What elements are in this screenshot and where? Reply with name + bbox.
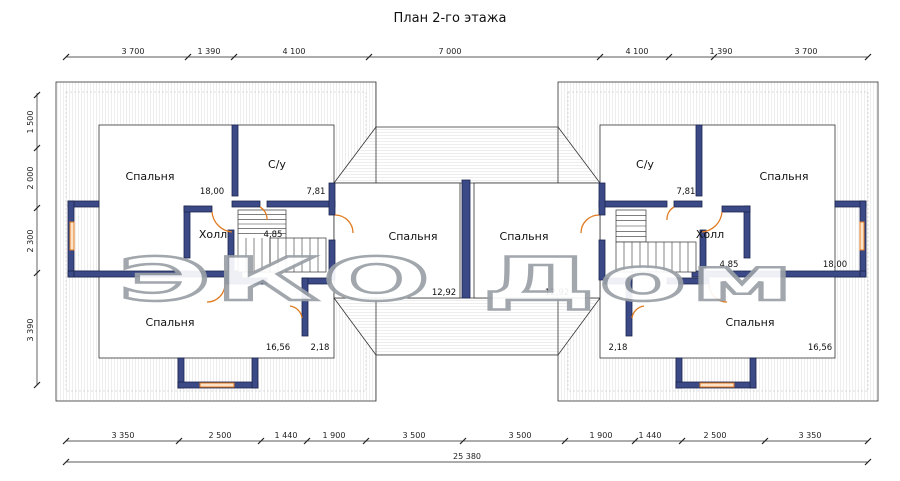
left-bedroom-center-area: 12,92 [432, 288, 456, 298]
left-unit-labels: Спальня 18,00 С/у 7,81 Холл 4,85 Спальня… [126, 158, 457, 353]
dim-top-1: 3 700 [122, 47, 145, 56]
dim-bottom-9: 2 500 [704, 431, 727, 440]
right-bedroom-top-label: Спальня [760, 170, 809, 183]
dimension-tick [230, 53, 238, 61]
dimension-tick [33, 269, 41, 277]
dimension-tick [710, 53, 718, 61]
dim-left-1: 1 500 [26, 111, 35, 134]
right-bedroom-center-label: Спальня [500, 230, 549, 243]
dimension-tick [33, 204, 41, 212]
dimension-tick [33, 144, 41, 152]
left-bedroom-top-area: 18,00 [200, 187, 224, 197]
dim-bottom-6: 3 500 [509, 431, 532, 440]
dim-top-7: 3 700 [795, 47, 818, 56]
dimension-tick [33, 91, 41, 99]
dim-bottom-7: 1 900 [590, 431, 613, 440]
dimension-tick [864, 437, 872, 445]
dimension-tick [864, 53, 872, 61]
dim-left-2: 2 000 [26, 167, 35, 190]
right-bath-area: 7,81 [677, 187, 696, 197]
right-bedroom-center-area: 12,92 [545, 288, 569, 298]
right-unit-walls [598, 124, 867, 389]
right-bedroom-top-area: 18,00 [823, 260, 847, 270]
left-bedroom-bottom-area: 16,56 [266, 343, 290, 353]
left-stairs [237, 209, 327, 273]
right-hall-label: Холл [696, 228, 724, 241]
dimension-tick [561, 437, 569, 445]
right-bedroom-bottom-label: Спальня [726, 316, 775, 329]
dimension-tick [175, 437, 183, 445]
bottom-dimensions: 3 350 2 500 1 440 1 900 3 500 3 500 1 90… [112, 431, 822, 461]
plan-title: План 2-го этажа [394, 11, 507, 26]
dim-bottom-1: 3 350 [112, 431, 135, 440]
dim-top-3: 4 100 [283, 47, 306, 56]
right-bath-label: С/у [636, 158, 654, 171]
right-hall-area: 4,85 [720, 260, 739, 270]
dim-top-2: 1 390 [198, 47, 221, 56]
dimension-tick [303, 437, 311, 445]
bottom-dimension-line [62, 437, 872, 466]
dimension-tick [665, 53, 673, 61]
dimension-tick [596, 53, 604, 61]
right-unit-labels: Спальня 18,00 С/у 7,81 Холл 4,85 Спальня… [500, 158, 848, 353]
left-bedroom-top-label: Спальня [126, 170, 175, 183]
dim-bottom-5: 3 500 [403, 431, 426, 440]
dimension-tick [365, 53, 373, 61]
dimension-tick [678, 437, 686, 445]
left-dimension-ticks [33, 91, 41, 389]
doors [206, 206, 728, 319]
roof-center-top [333, 126, 601, 184]
left-closet-area: 2,18 [311, 343, 330, 353]
left-bedroom-bottom-label: Спальня [146, 316, 195, 329]
dimension-tick [761, 437, 769, 445]
right-stairs [615, 209, 697, 273]
dimension-tick [184, 53, 192, 61]
right-closet-area: 2,18 [609, 343, 628, 353]
left-hall-label: Холл [199, 228, 227, 241]
dimension-tick [631, 437, 639, 445]
dimension-tick [257, 437, 265, 445]
dim-left-4: 3 390 [26, 319, 35, 342]
dimension-tick [33, 381, 41, 389]
dim-bottom-10: 3 350 [799, 431, 822, 440]
dim-top-5: 4 100 [626, 47, 649, 56]
dim-top-4: 7 000 [439, 47, 462, 56]
right-bedroom-bottom-area: 16,56 [808, 343, 832, 353]
top-dimension-line [62, 53, 872, 61]
left-bath-area: 7,81 [307, 187, 326, 197]
left-bath-label: С/у [268, 158, 286, 171]
dim-total: 25 380 [453, 452, 481, 461]
windows [69, 221, 865, 388]
watermark-logo: ЭКО Дом [118, 245, 798, 315]
dim-top-6: 1 390 [710, 47, 733, 56]
dim-bottom-8: 1 440 [639, 431, 662, 440]
dimension-tick [62, 53, 70, 61]
dim-left-3: 2 300 [26, 230, 35, 253]
dimension-tick [362, 437, 370, 445]
dimension-tick [459, 437, 467, 445]
left-hall-area: 4,85 [264, 230, 283, 240]
left-dimensions: 1 500 2 000 2 300 3 390 [26, 111, 35, 342]
left-bedroom-center-label: Спальня [389, 230, 438, 243]
dim-bottom-3: 1 440 [275, 431, 298, 440]
dim-bottom-4: 1 900 [323, 431, 346, 440]
dimension-tick [62, 437, 70, 445]
dim-bottom-2: 2 500 [209, 431, 232, 440]
top-dimensions: 3 700 1 390 4 100 7 000 4 100 1 390 3 70… [122, 47, 818, 56]
